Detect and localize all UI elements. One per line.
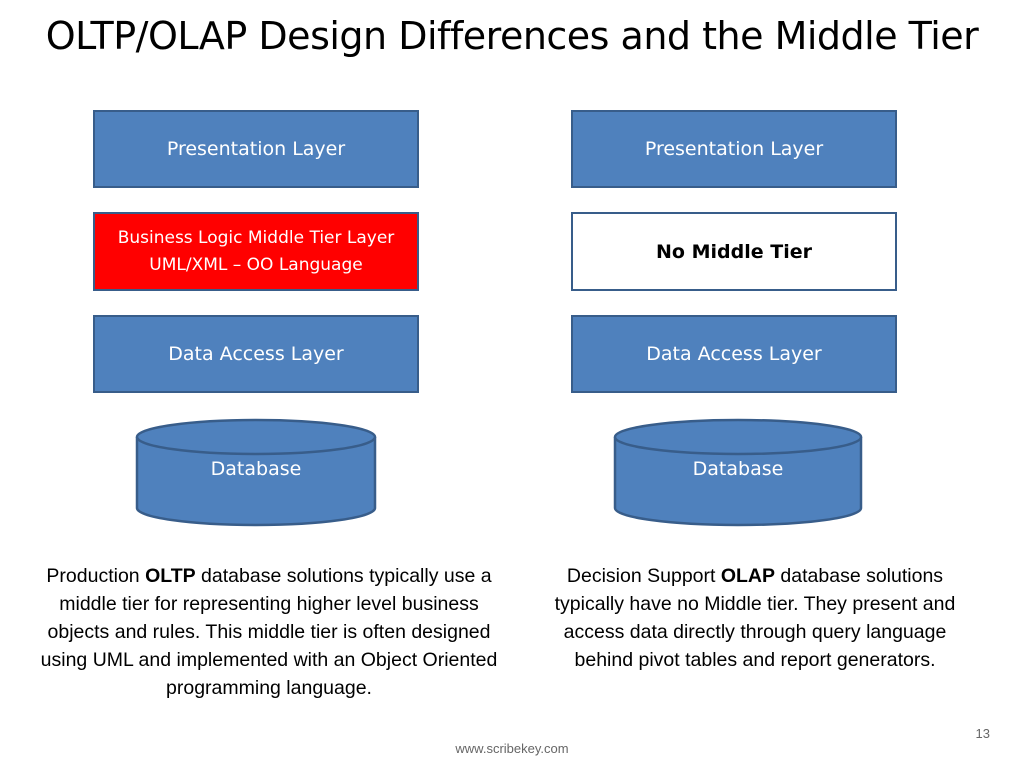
- left-presentation-label: Presentation Layer: [166, 138, 346, 160]
- right-database-label: Database: [692, 458, 784, 480]
- left-data-access-label: Data Access Layer: [168, 343, 344, 365]
- left-business-logic-layer: Business Logic Middle Tier Layer UML/XML…: [93, 212, 419, 291]
- page-number: 13: [975, 726, 990, 741]
- right-database-cylinder: Database: [613, 418, 863, 528]
- right-middle-label: No Middle Tier: [656, 240, 812, 263]
- right-presentation-layer: Presentation Layer: [571, 110, 897, 188]
- left-caption-post: database solutions typically use a middl…: [40, 565, 498, 699]
- left-caption-pre: Production: [46, 565, 146, 587]
- left-middle-line2: UML/XML – OO Language: [149, 254, 363, 275]
- left-database-label: Database: [210, 458, 302, 480]
- left-database-cylinder: Database: [135, 418, 377, 528]
- right-data-access-layer: Data Access Layer: [571, 315, 897, 393]
- right-database-shape: [613, 418, 863, 527]
- right-caption-pre: Decision Support: [566, 565, 721, 587]
- left-caption: Production OLTP database solutions typic…: [36, 562, 502, 702]
- left-caption-bold: OLTP: [145, 565, 196, 587]
- footer-url: www.scribekey.com: [455, 741, 569, 756]
- right-caption-bold: OLAP: [720, 565, 776, 587]
- left-database-shape: [135, 418, 377, 527]
- right-data-access-label: Data Access Layer: [646, 343, 822, 365]
- slide-title: OLTP/OLAP Design Differences and the Mid…: [45, 14, 979, 58]
- right-no-middle-tier: No Middle Tier: [571, 212, 897, 291]
- left-middle-line1: Business Logic Middle Tier Layer: [117, 227, 395, 248]
- left-presentation-layer: Presentation Layer: [93, 110, 419, 188]
- left-data-access-layer: Data Access Layer: [93, 315, 419, 393]
- right-caption-post: database solutions typically have no Mid…: [554, 565, 956, 671]
- right-caption: Decision Support OLAP database solutions…: [552, 562, 958, 674]
- right-presentation-label: Presentation Layer: [644, 138, 824, 160]
